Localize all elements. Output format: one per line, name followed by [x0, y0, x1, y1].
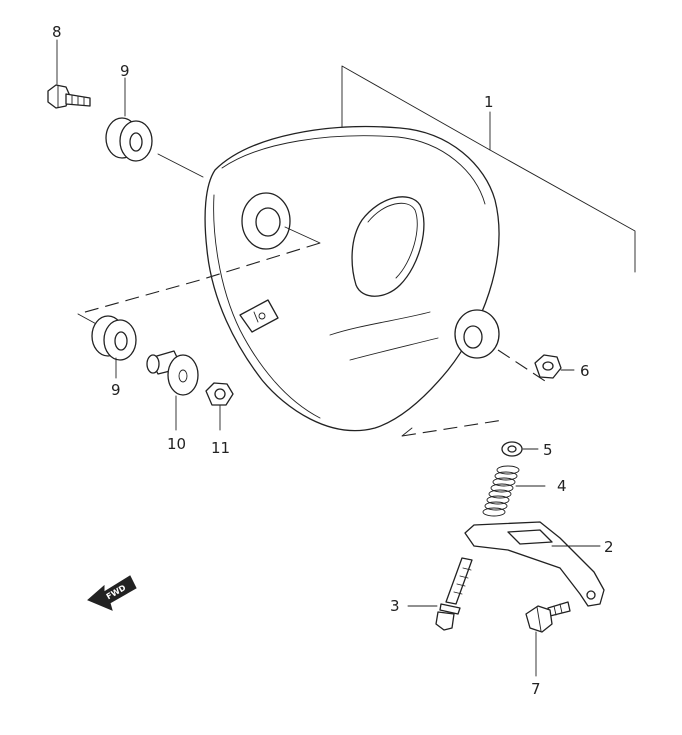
washer-part-5: [501, 441, 539, 457]
callout-10: 10: [167, 435, 186, 453]
headlamp-housing: [204, 125, 500, 432]
bolt-part-7: [525, 601, 571, 677]
side-mount-boss: [454, 309, 500, 359]
callout-2: 2: [604, 538, 614, 556]
bracket-part-2: [464, 521, 605, 607]
callout-4: 4: [557, 477, 567, 495]
callout-6: 6: [580, 362, 590, 380]
callout-1: 1: [484, 93, 494, 111]
collar-part-10: [146, 350, 199, 431]
alignment-lines: [77, 153, 546, 437]
grommet-part-9-upper: [105, 77, 153, 162]
assembly-bracket-line: [341, 65, 636, 273]
callout-9-lower: 9: [111, 381, 121, 399]
nut-part-6: [534, 354, 575, 379]
callout-5: 5: [543, 441, 553, 459]
callout-11: 11: [211, 439, 230, 457]
spring-part-4: [482, 465, 546, 517]
callout-7: 7: [531, 680, 541, 698]
housing-tab: [239, 299, 279, 333]
callout-8: 8: [52, 23, 62, 41]
long-bolt-part-3: [407, 557, 473, 631]
callout-9-upper: 9: [120, 62, 130, 80]
callout-3: 3: [390, 597, 400, 615]
nut-part-11: [205, 382, 234, 431]
housing-mount-boss: [241, 192, 291, 250]
bolt-part-8: [47, 39, 91, 109]
fwd-arrow-icon: FWD: [87, 575, 137, 611]
grommet-part-9-lower: [91, 315, 137, 379]
